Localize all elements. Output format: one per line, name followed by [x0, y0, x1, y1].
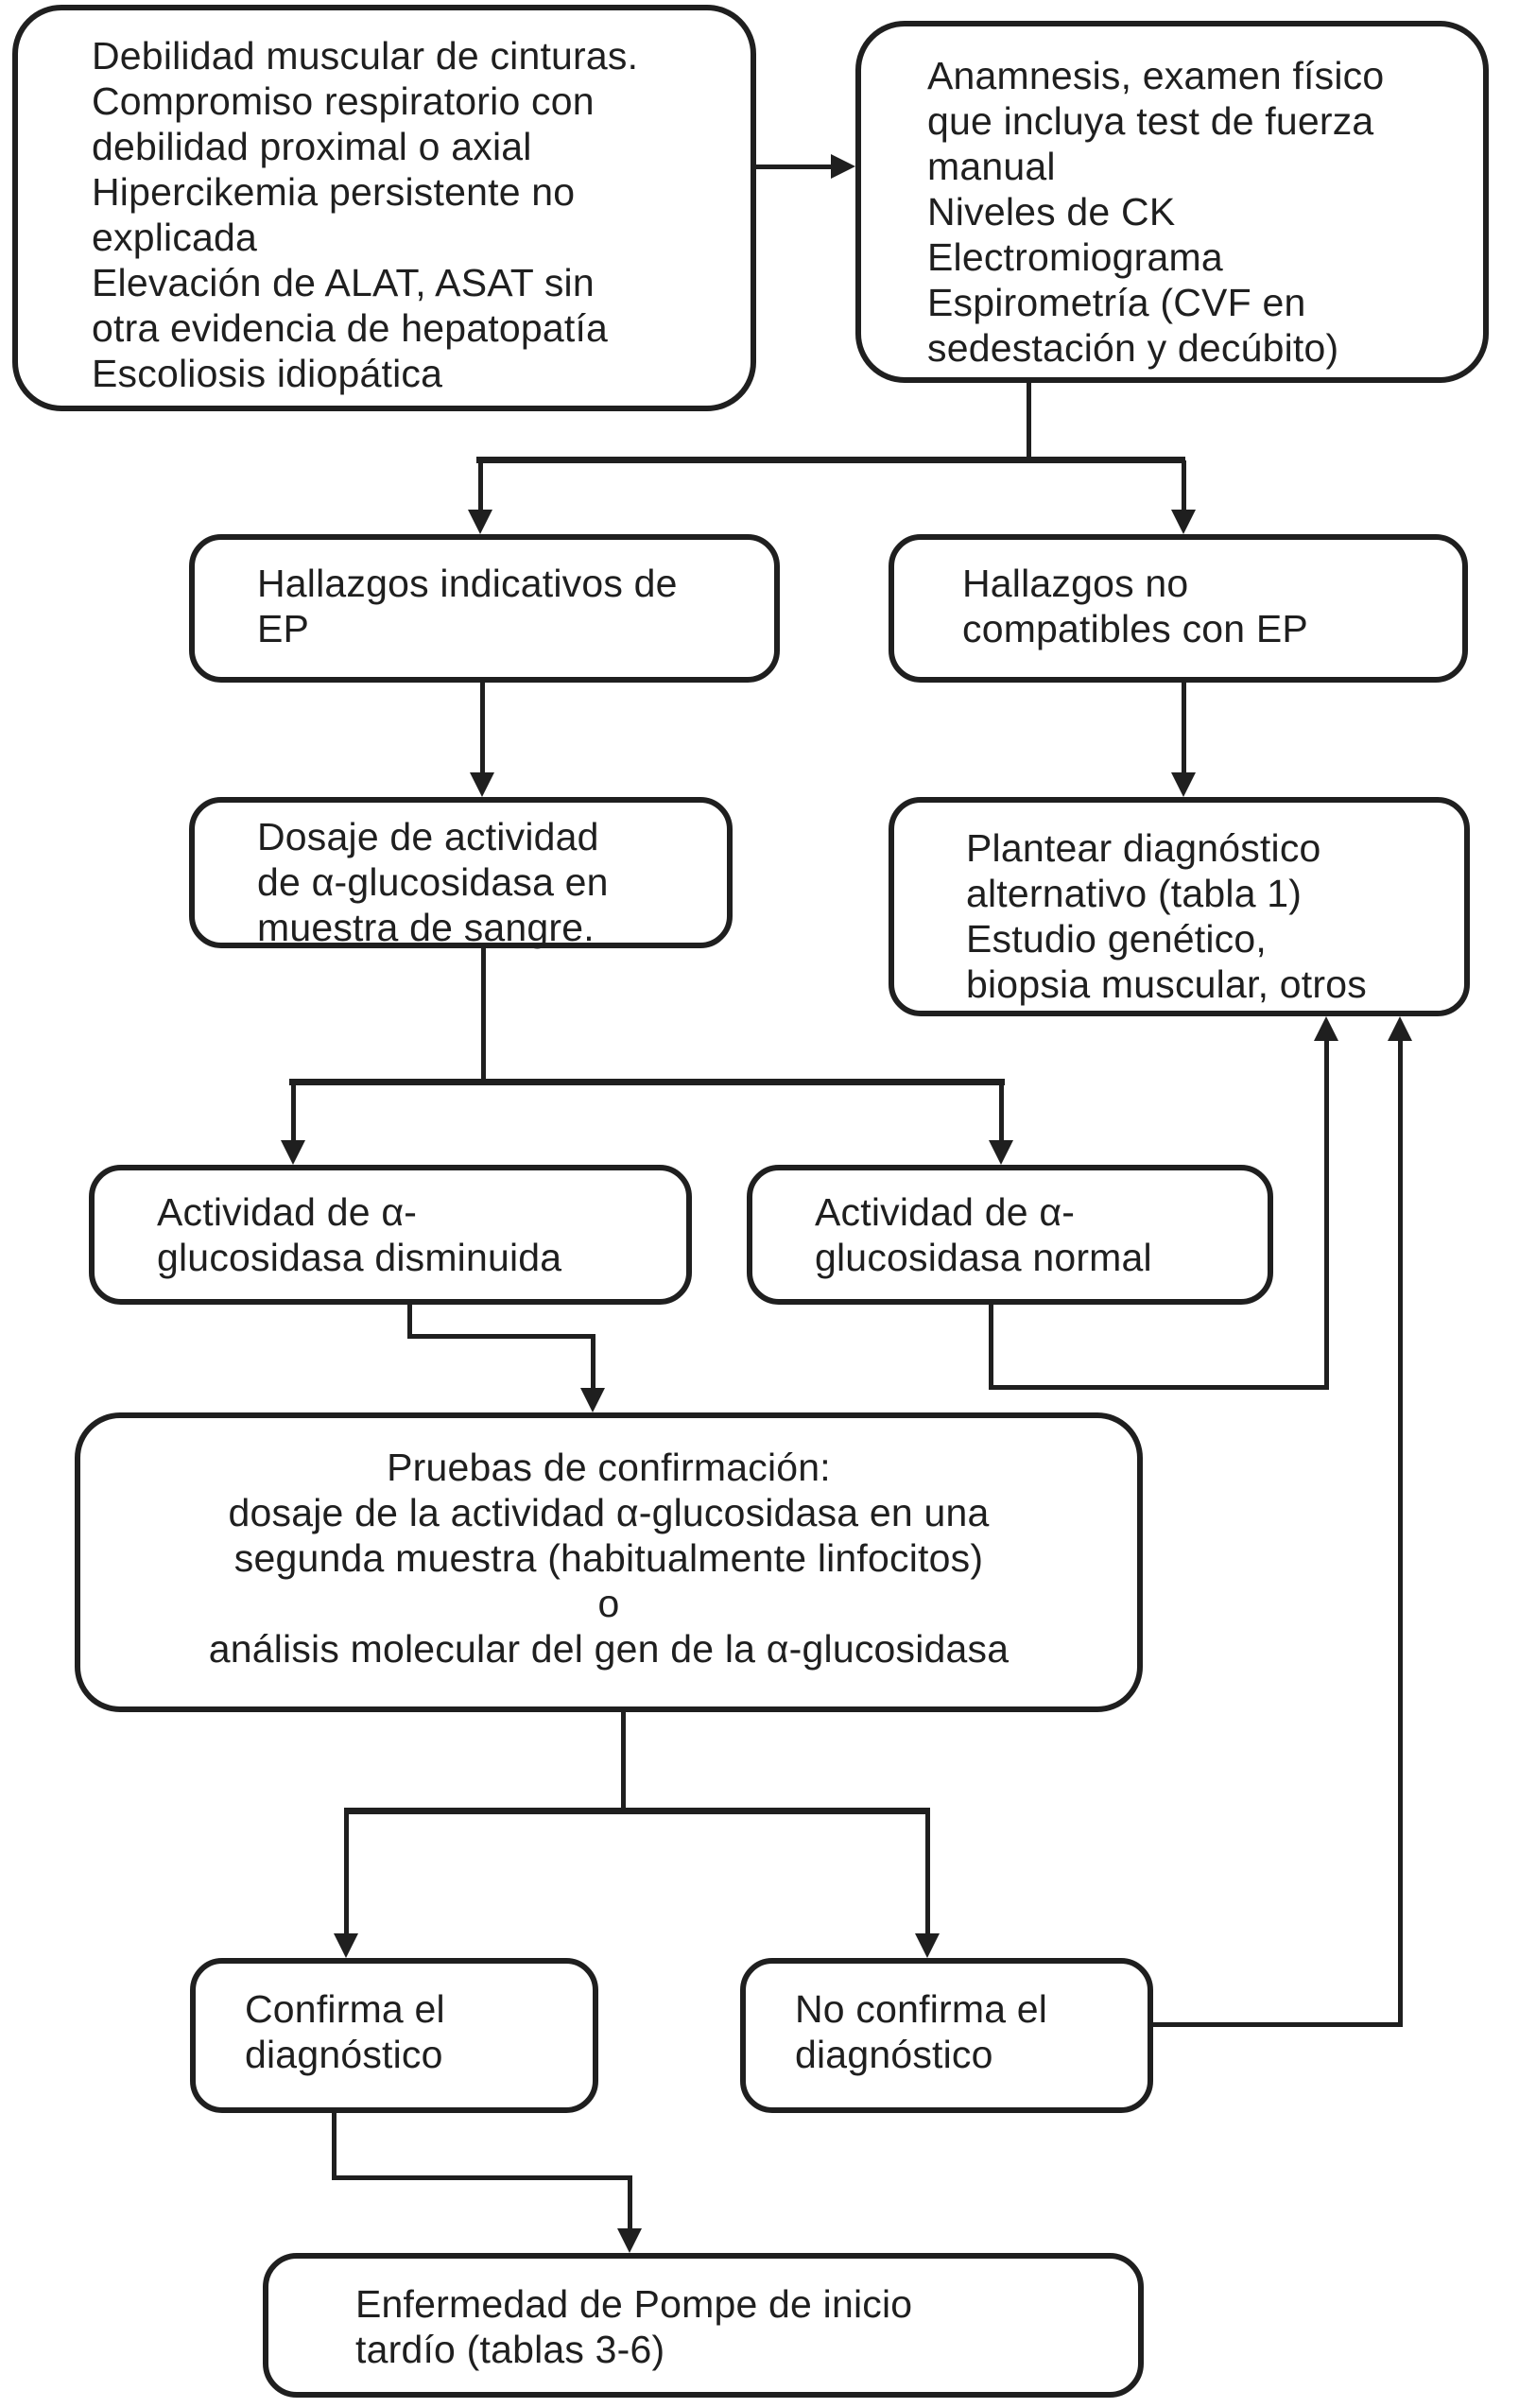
node-not-confirms-diagnosis: No confirma el diagnóstico: [740, 1958, 1153, 2113]
arrowhead-to-disminuida: [281, 1140, 305, 1165]
edge-normal-plantear-h: [989, 1385, 1329, 1390]
edge-noep-plantear-line: [1182, 683, 1186, 774]
edge-disminuida-pruebas-v1: [407, 1305, 412, 1339]
arrowhead-to-hallazgos-ep: [468, 510, 492, 534]
arrowhead-noconfirma-plantear: [1388, 1016, 1412, 1041]
node-findings-not-compatible: Hallazgos no compatibles con EP: [889, 534, 1468, 683]
arrowhead-hallazgosep-dosaje: [470, 772, 494, 797]
arrowhead-normal-plantear: [1314, 1016, 1338, 1041]
edge-dosaje-down-line: [481, 948, 486, 1083]
node-blood-assay: Dosaje de actividad de α-glucosidasa en …: [189, 797, 733, 949]
edge-noconfirma-plantear-h: [1153, 2022, 1403, 2027]
node-confirms-diagnosis: Confirma el diagnóstico: [190, 1958, 598, 2113]
node-late-onset-pompe: Enfermedad de Pompe de inicio tardío (ta…: [263, 2253, 1144, 2398]
edge-to-hallazgos-no-ep-line: [1182, 460, 1186, 513]
node-initial-evaluation: Anamnesis, examen físico que incluya tes…: [855, 21, 1489, 383]
edge-confirma-pompe-v1: [332, 2113, 337, 2180]
arrowhead-screening-evaluation: [831, 154, 855, 179]
edge-normal-plantear-v1: [989, 1305, 993, 1390]
node-activity-normal: Actividad de α- glucosidasa normal: [747, 1165, 1273, 1305]
edge-disminuida-pruebas-v2: [591, 1334, 595, 1392]
node-activity-decreased: Actividad de α- glucosidasa disminuida: [89, 1165, 692, 1305]
edge-split-bar-bottom: [344, 1808, 930, 1814]
edge-confirma-pompe-v2: [628, 2175, 632, 2230]
arrowhead-to-confirma: [334, 1933, 358, 1958]
node-screening-criteria: Debilidad muscular de cinturas. Compromi…: [12, 5, 756, 411]
edge-disminuida-pruebas-h: [407, 1334, 595, 1339]
edge-normal-plantear-v2: [1324, 1039, 1329, 1390]
edge-to-confirma-line: [344, 1814, 349, 1935]
edge-to-hallazgos-ep-line: [478, 460, 483, 513]
node-confirmation-tests: Pruebas de confirmación: dosaje de la ac…: [75, 1412, 1143, 1712]
arrowhead-confirma-pompe: [617, 2228, 642, 2253]
edge-confirma-pompe-h: [332, 2175, 631, 2180]
edge-to-normal-line: [999, 1085, 1004, 1142]
edge-to-disminuida-line: [291, 1085, 296, 1142]
edge-noconfirma-plantear-v: [1398, 1039, 1403, 2027]
arrowhead-noep-plantear: [1171, 772, 1196, 797]
edge-screening-evaluation-line: [754, 165, 835, 169]
arrowhead-to-normal: [989, 1140, 1013, 1165]
edge-evaluation-down-line: [1027, 381, 1031, 459]
arrowhead-to-hallazgos-no-ep: [1171, 510, 1196, 534]
edge-split-bar-middle: [289, 1079, 1005, 1085]
edge-split-bar-top: [476, 457, 1185, 463]
node-alternative-diagnosis: Plantear diagnóstico alternativo (tabla …: [889, 797, 1470, 1016]
edge-hallazgosep-dosaje-line: [480, 683, 485, 774]
edge-pruebas-down-line: [621, 1712, 626, 1811]
node-findings-indicative-ep: Hallazgos indicativos de EP: [189, 534, 780, 683]
edge-to-no-confirma-line: [925, 1814, 930, 1935]
arrowhead-to-no-confirma: [915, 1933, 940, 1958]
arrowhead-disminuida-pruebas: [580, 1388, 605, 1412]
